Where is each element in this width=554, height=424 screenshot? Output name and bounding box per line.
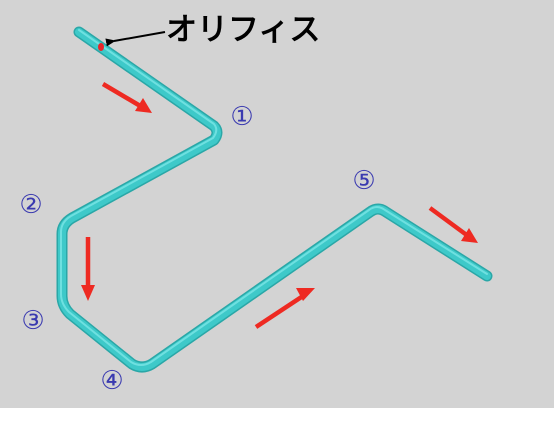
pipe [56,26,493,373]
point-label-2: ② [19,190,42,220]
flow-arrow [428,206,478,243]
orifice-label: オリフィス [166,12,320,48]
point-label-5: ⑤ [352,166,375,196]
flow-arrow [81,237,95,301]
diagram-background [0,0,554,408]
orifice-pointer-arrow [105,31,166,47]
point-label-4: ④ [100,366,123,396]
point-label-3: ③ [21,306,44,336]
point-labels: ① ② ③ ④ ⑤ [19,102,375,396]
orifice-marker [98,43,104,51]
point-label-1: ① [230,102,253,132]
flow-arrow [101,82,152,113]
pipe-highlight [60,29,488,366]
flow-arrow [254,288,315,329]
flow-arrows [81,82,478,329]
